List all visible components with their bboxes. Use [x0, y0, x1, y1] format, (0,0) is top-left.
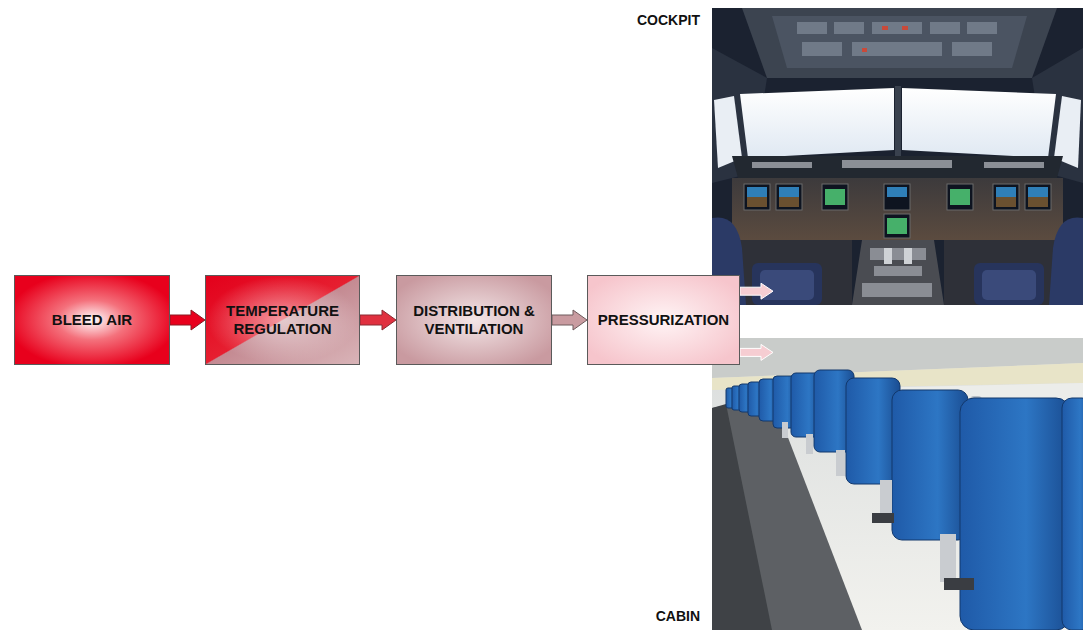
- cockpit-photo: [712, 8, 1083, 305]
- block-arrow: [740, 283, 773, 299]
- box-label: BLEED AIR: [52, 311, 132, 329]
- box-label: PRESSURIZATION: [598, 311, 729, 329]
- block-arrow: [552, 310, 587, 330]
- photo-caption: CABIN: [656, 608, 700, 624]
- photo-panel: CABIN: [712, 338, 1083, 630]
- process-box: PRESSURIZATION: [587, 275, 740, 365]
- photo-caption: COCKPIT: [637, 12, 700, 28]
- process-box: BLEED AIR: [14, 275, 170, 365]
- process-box: TEMPERATURE REGULATION: [205, 275, 360, 365]
- block-arrow: [360, 310, 396, 330]
- block-arrow: [170, 310, 205, 330]
- cabin-photo: [712, 338, 1083, 630]
- photo-panel: COCKPIT: [712, 8, 1083, 305]
- box-label: DISTRIBUTION & VENTILATION: [403, 302, 545, 338]
- process-box: DISTRIBUTION & VENTILATION: [396, 275, 552, 365]
- box-label: TEMPERATURE REGULATION: [212, 302, 353, 338]
- block-arrow: [740, 344, 773, 360]
